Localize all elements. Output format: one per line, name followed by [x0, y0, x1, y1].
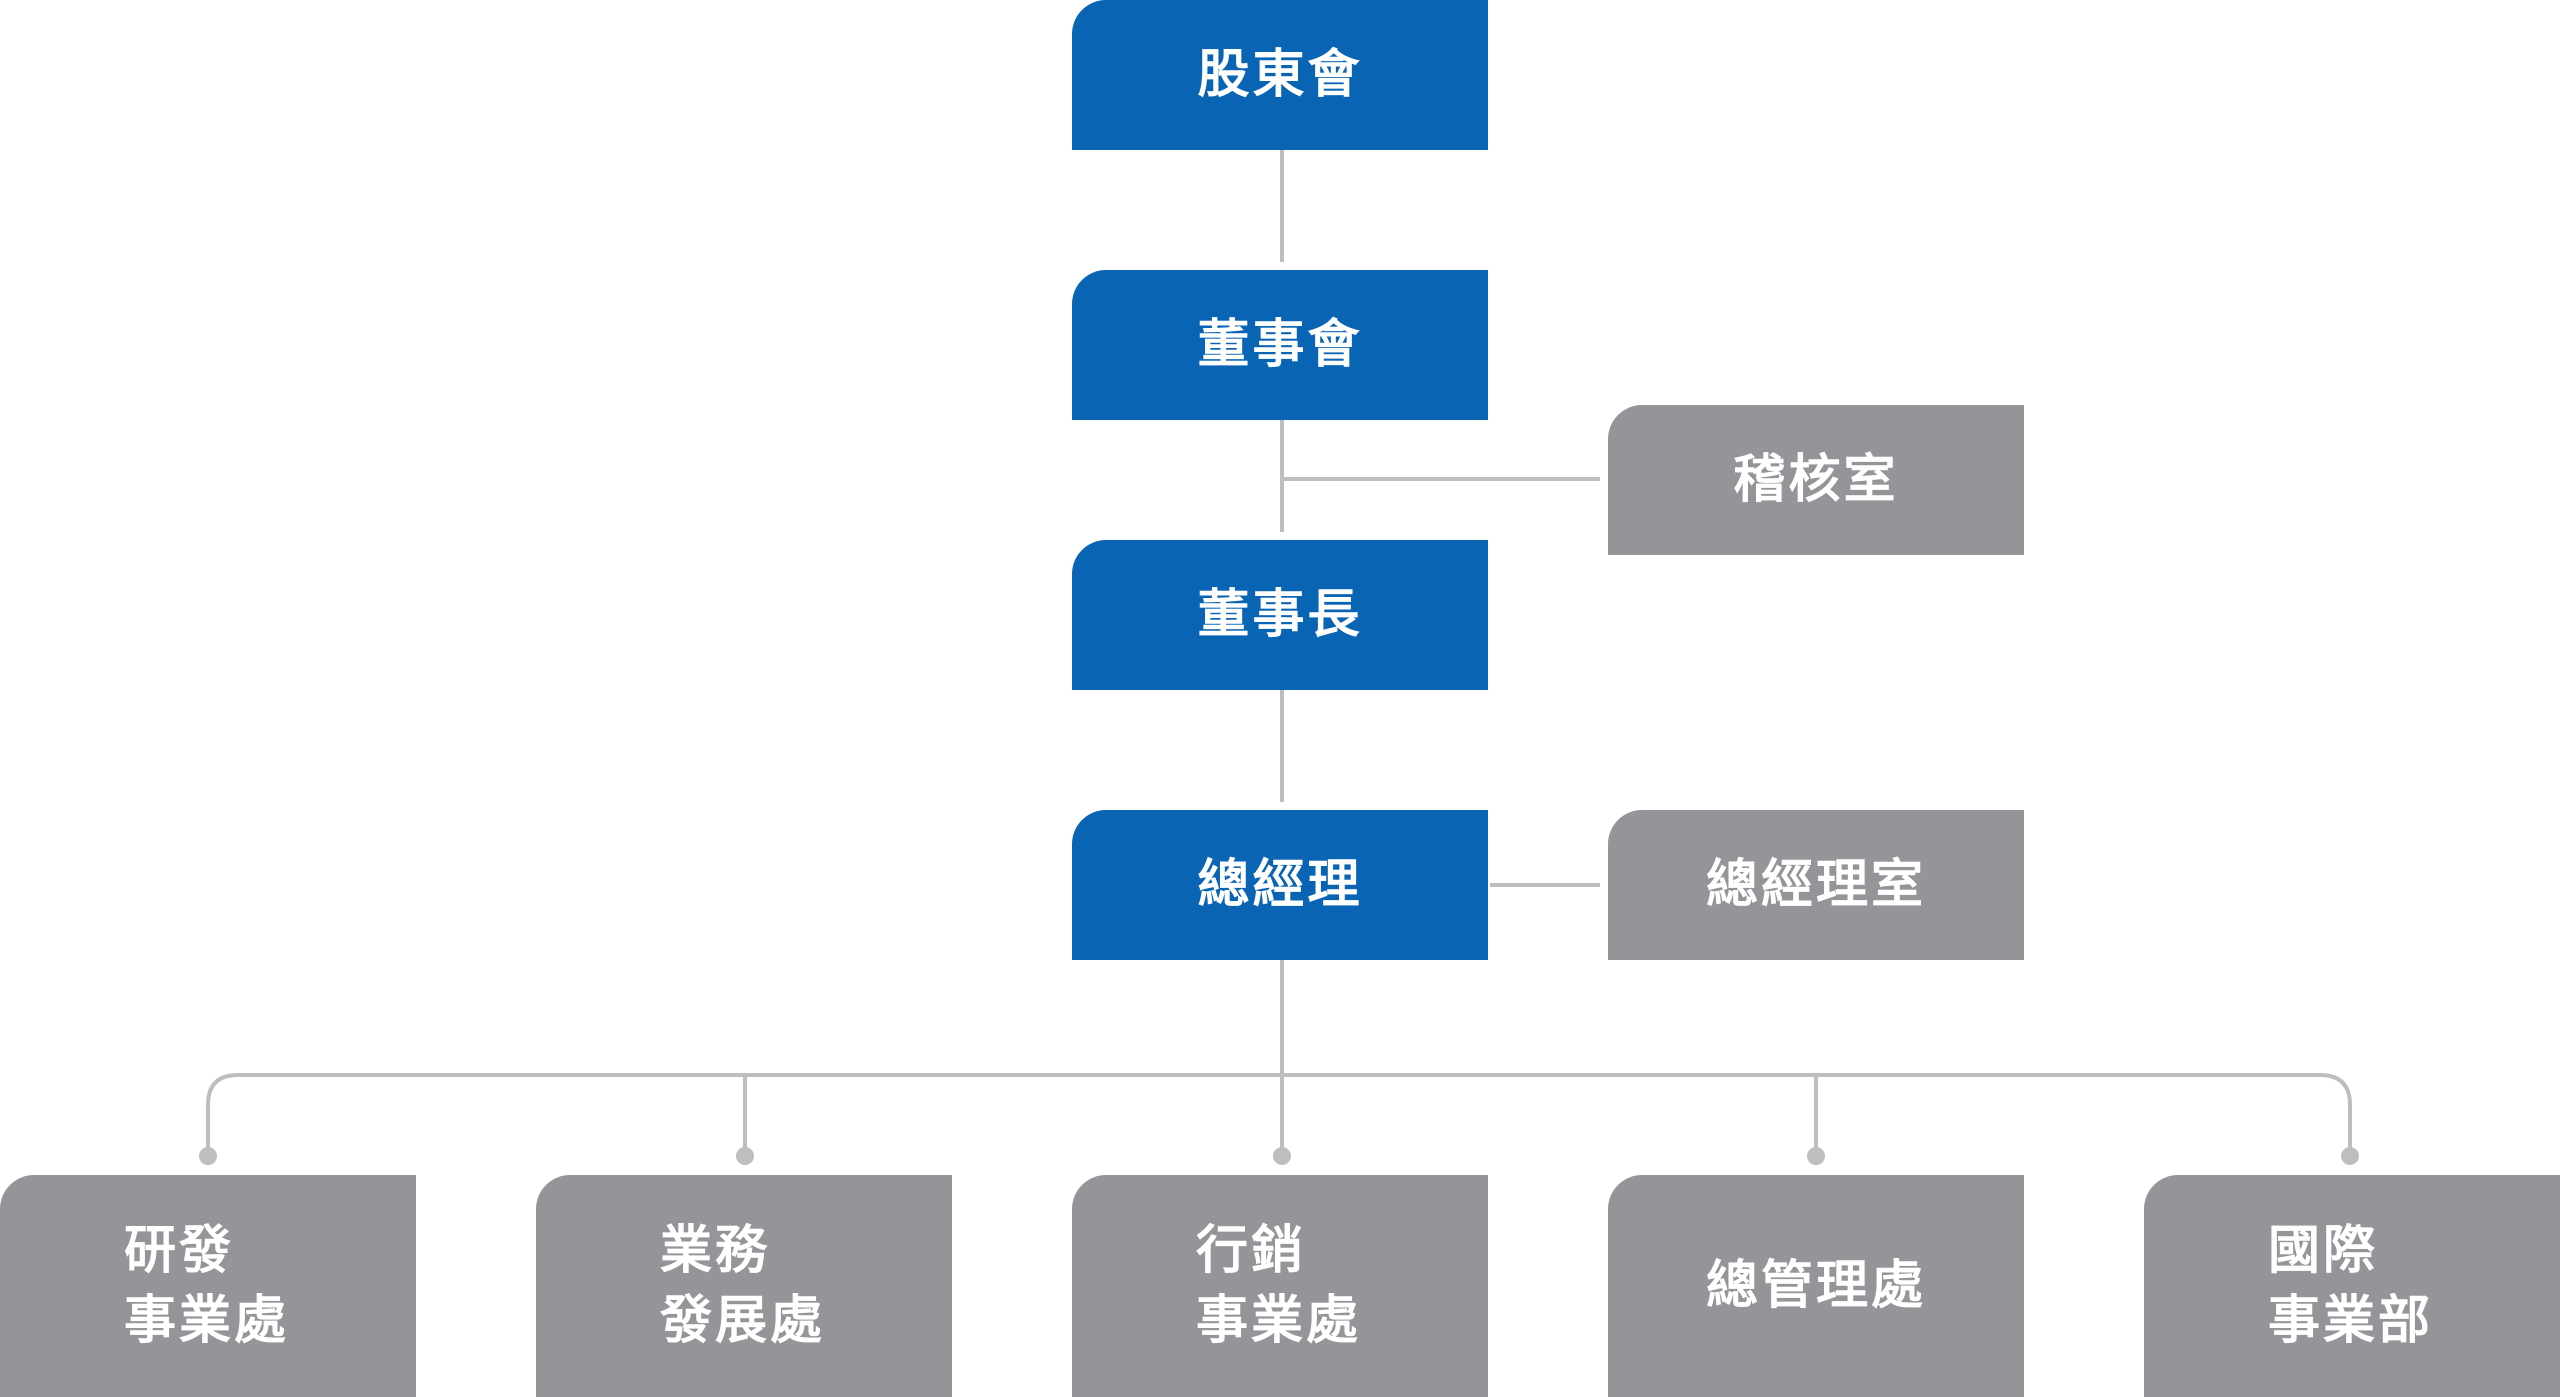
- node-chairman-label: 董事長: [1197, 585, 1363, 645]
- node-biz-dev-line1: 業務: [660, 1221, 771, 1281]
- node-rd-line2: 事業處: [124, 1291, 290, 1351]
- node-rd: 研發 事業處: [0, 1175, 416, 1397]
- node-admin: 總管理處: [1608, 1175, 2024, 1397]
- node-shareholders: 股東會: [1072, 0, 1488, 150]
- node-intl: 國際 事業部: [2144, 1175, 2560, 1397]
- node-marketing-line2: 事業處: [1196, 1291, 1362, 1351]
- node-rd-line1: 研發: [124, 1221, 235, 1281]
- node-marketing: 行銷 事業處: [1072, 1175, 1488, 1397]
- node-biz-dev-line2: 發展處: [660, 1291, 826, 1351]
- node-chairman: 董事長: [1072, 540, 1488, 690]
- node-audit: 稽核室: [1608, 405, 2024, 555]
- connector-dot-rd: [199, 1147, 217, 1165]
- node-board-label: 董事會: [1197, 315, 1363, 375]
- node-gm: 總經理: [1072, 810, 1488, 960]
- node-admin-label: 總管理處: [1705, 1256, 1926, 1316]
- node-marketing-line1: 行銷: [1196, 1221, 1307, 1281]
- node-gm-office-label: 總經理室: [1705, 855, 1926, 915]
- node-gm-office: 總經理室: [1608, 810, 2024, 960]
- node-shareholders-label: 股東會: [1197, 45, 1363, 105]
- node-audit-label: 稽核室: [1733, 450, 1899, 510]
- node-intl-line1: 國際: [2268, 1221, 2379, 1281]
- connector-bus: [206, 1073, 2352, 1154]
- node-board: 董事會: [1072, 270, 1488, 420]
- connector-dot-marketing: [1273, 1147, 1291, 1165]
- connector-dot-biz-dev: [736, 1147, 754, 1165]
- node-gm-label: 總經理: [1197, 855, 1363, 915]
- connector-dot-intl: [2341, 1147, 2359, 1165]
- node-biz-dev: 業務 發展處: [536, 1175, 952, 1397]
- node-intl-line2: 事業部: [2268, 1291, 2434, 1351]
- connector-dot-admin: [1807, 1147, 1825, 1165]
